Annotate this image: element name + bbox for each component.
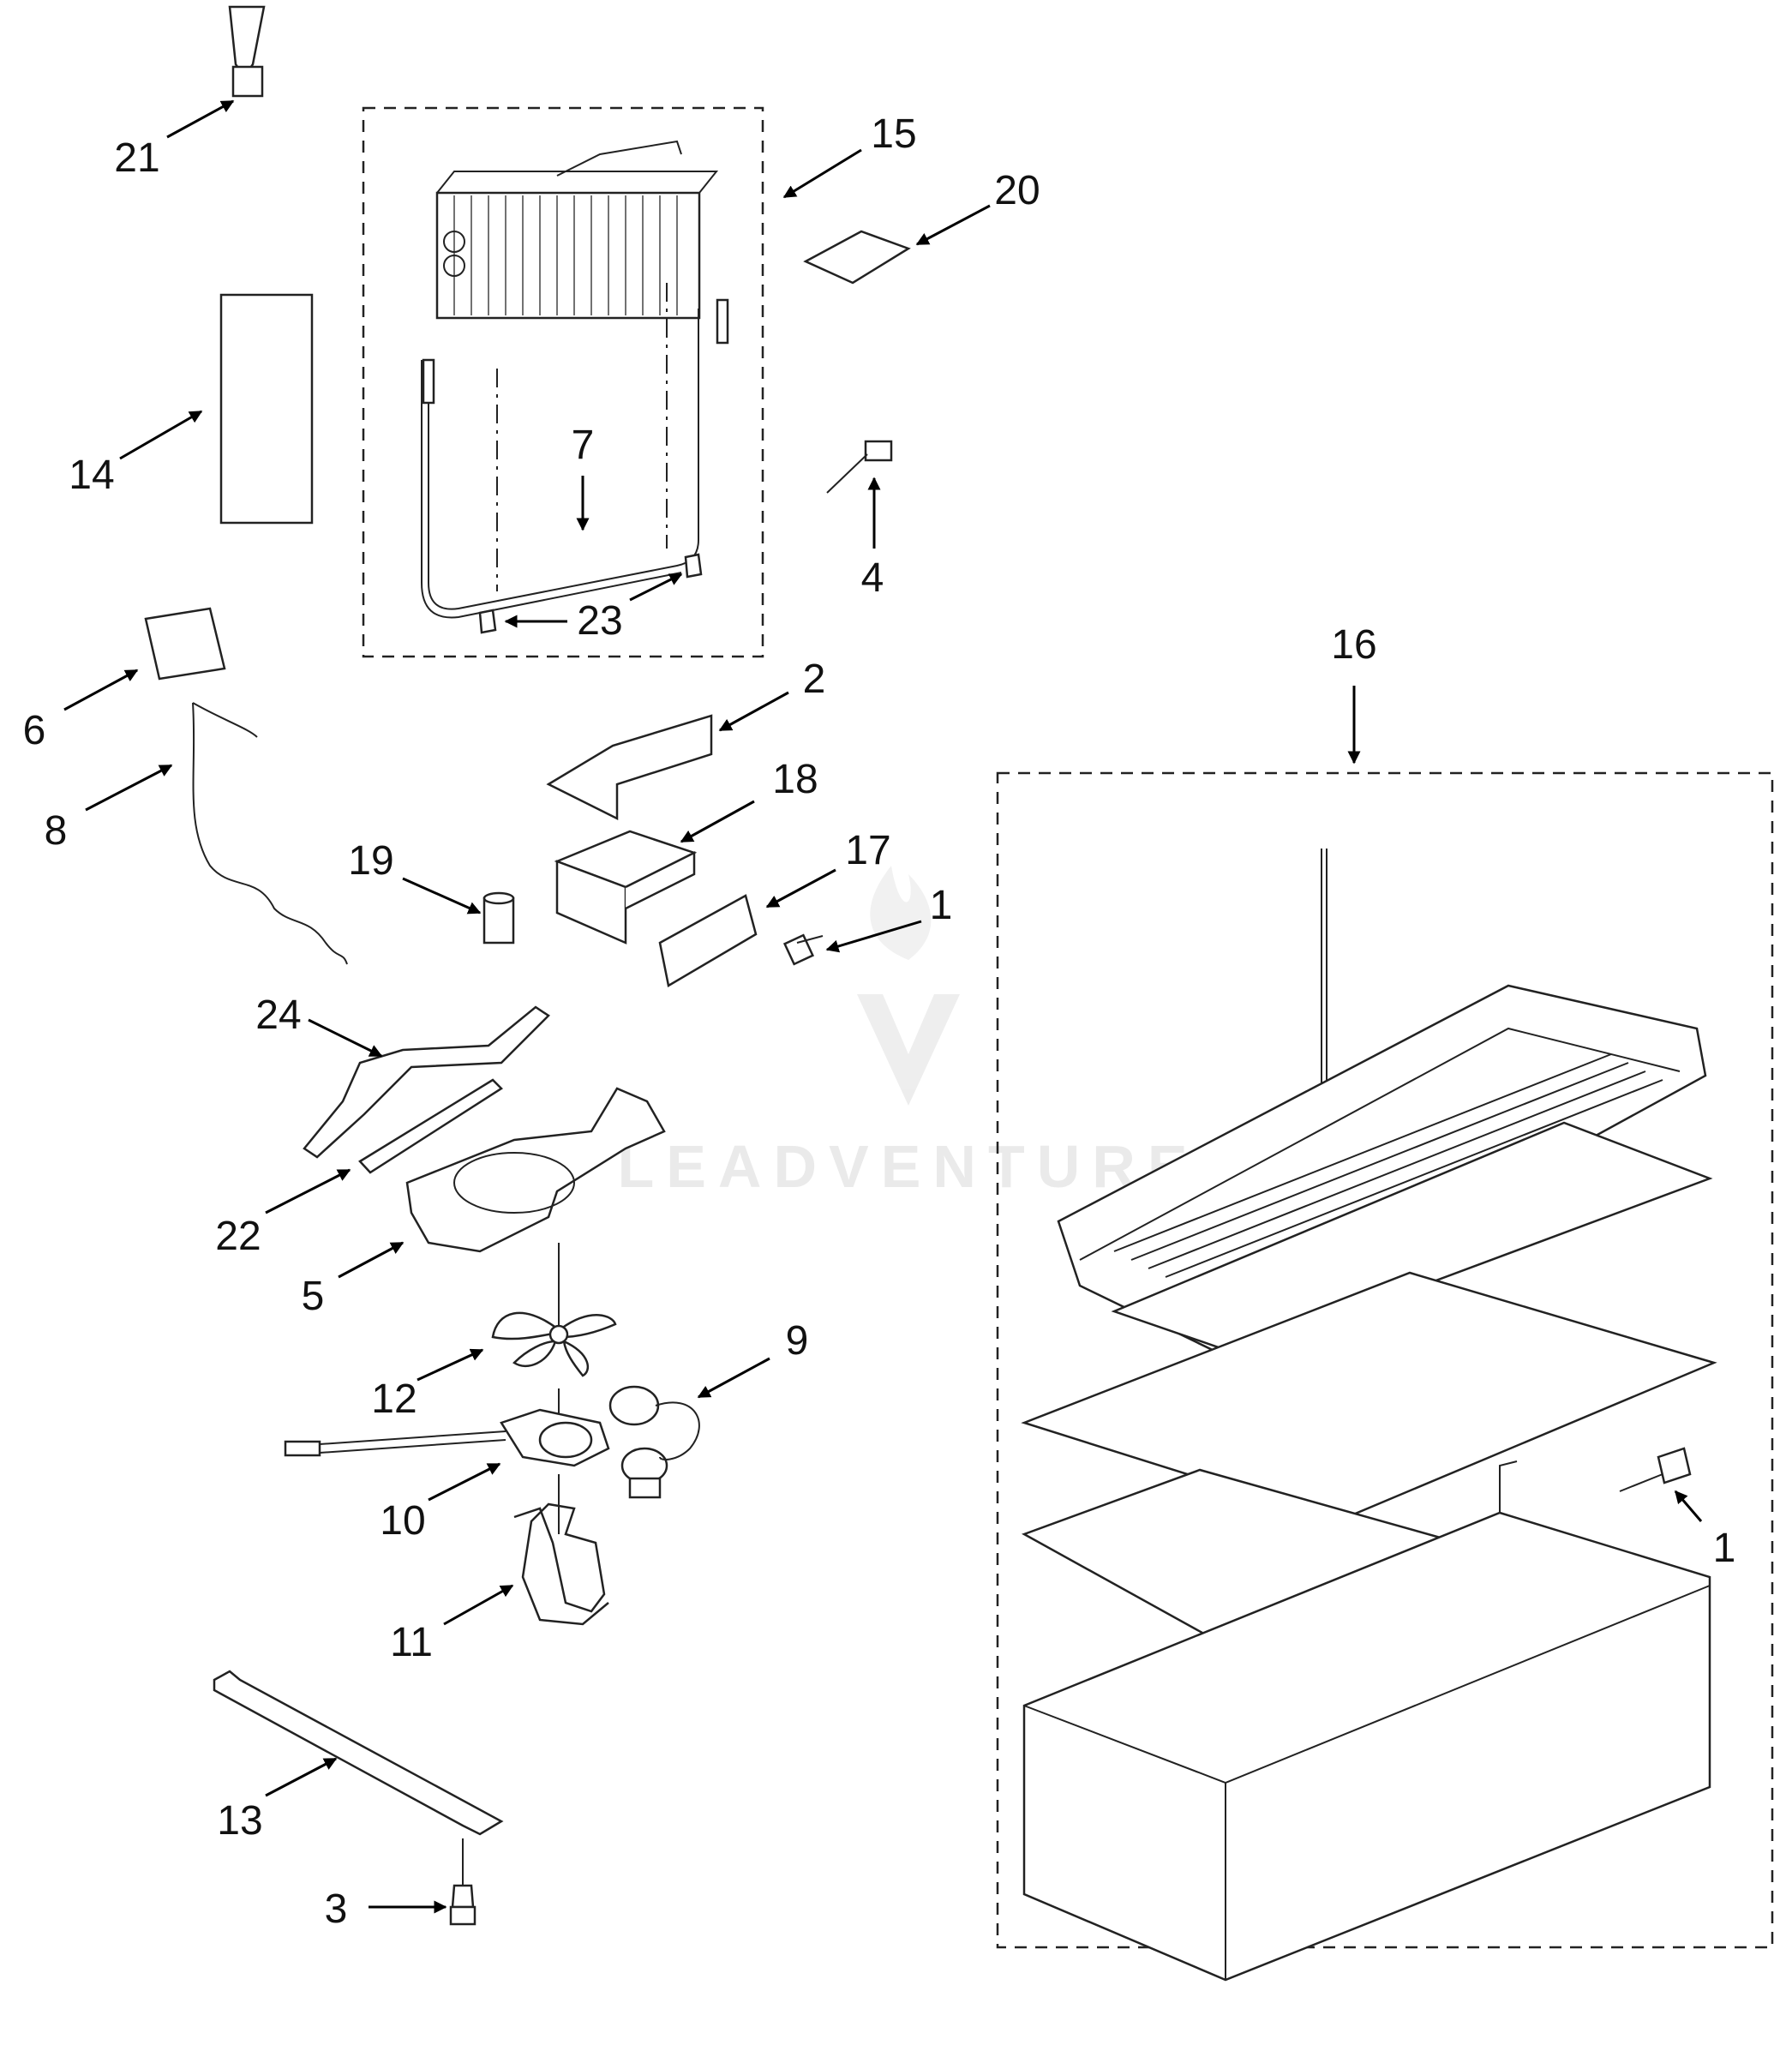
callout-13: 13 (217, 1798, 262, 1844)
watermark-text: LEADVENTURE (617, 1133, 1199, 1200)
leader-5 (338, 1241, 405, 1279)
leader-9 (697, 1357, 770, 1399)
leader-24 (308, 1018, 383, 1058)
callout-24: 24 (255, 993, 301, 1038)
leader-13 (265, 1757, 338, 1797)
callout-17: 17 (845, 828, 890, 873)
leader-23b (629, 573, 683, 602)
part-1-screw[interactable] (1619, 1447, 1692, 1492)
leader-21 (166, 99, 235, 139)
callout-19: 19 (348, 838, 393, 884)
leader-15 (782, 148, 862, 199)
part-23-clip[interactable] (478, 609, 497, 634)
part-14-insulation[interactable] (219, 293, 314, 525)
leader-20 (915, 204, 991, 246)
leader-10 (428, 1462, 501, 1502)
part-4-thermistor[interactable] (826, 440, 893, 494)
callout-4: 4 (861, 555, 884, 601)
part-9-motor-mount[interactable] (608, 1385, 700, 1499)
callout-3: 3 (325, 1886, 348, 1932)
callout-1-upper: 1 (930, 883, 953, 928)
leader-12 (417, 1348, 484, 1382)
callout-11: 11 (390, 1620, 433, 1665)
callout-23: 23 (577, 598, 622, 644)
callout-15: 15 (871, 111, 916, 157)
leader-17 (765, 868, 836, 909)
part-20-foam-block[interactable] (803, 230, 911, 285)
part-16-sheet-upper[interactable] (1111, 1121, 1713, 1356)
callout-8: 8 (45, 808, 68, 854)
callout-14: 14 (69, 453, 114, 498)
part-5-fan-housing[interactable] (405, 1087, 666, 1253)
part-6-cover[interactable] (144, 607, 226, 681)
part-10-fan-motor[interactable] (284, 1388, 610, 1467)
callout-2: 2 (803, 657, 826, 702)
part-1-screw[interactable] (782, 933, 824, 966)
callout-10: 10 (380, 1498, 425, 1544)
part-17-plate[interactable] (658, 894, 758, 987)
leader-1a (825, 920, 922, 953)
callout-7: 7 (572, 423, 595, 468)
callout-5: 5 (302, 1274, 325, 1319)
callout-16: 16 (1331, 622, 1376, 668)
leader-1b (1674, 1490, 1703, 1522)
leader-8 (85, 764, 173, 812)
watermark: LEADVENTURE (617, 866, 1199, 1200)
part-2-shield[interactable] (546, 714, 713, 821)
leader-6 (63, 669, 139, 711)
part-11-bracket[interactable] (513, 1474, 609, 1626)
part-23-clip[interactable] (684, 553, 703, 579)
callout-12: 12 (371, 1376, 417, 1422)
part-12-fan-blade[interactable] (491, 1311, 617, 1377)
leader-2 (718, 691, 789, 732)
callout-1-lower: 1 (1713, 1526, 1736, 1571)
callout-18: 18 (772, 757, 818, 802)
leader-19 (402, 877, 482, 915)
callout-9: 9 (786, 1318, 809, 1364)
callout-21: 21 (114, 135, 159, 181)
callout-20: 20 (994, 168, 1040, 213)
evaporator-fins (453, 195, 678, 315)
leader-22 (265, 1168, 351, 1214)
callout-22: 22 (215, 1214, 261, 1259)
part-21-cable-tie[interactable] (228, 5, 266, 98)
assembly-box-16 (996, 771, 1774, 1949)
part-3-screw[interactable] (449, 1884, 476, 1926)
part-18-bracket[interactable] (554, 830, 698, 945)
part-13-strip[interactable] (213, 1670, 504, 1836)
leader-11 (443, 1584, 514, 1626)
part-8-wire-harness[interactable] (192, 702, 348, 965)
part-15-evaporator[interactable] (435, 140, 719, 320)
leader-14 (119, 410, 203, 460)
part-19-spacer[interactable] (482, 891, 515, 945)
part-7-defrost-heater[interactable] (421, 298, 729, 619)
part-24-strip[interactable] (303, 1005, 550, 1159)
part-16-drain-pan-assembly[interactable] (1057, 849, 1707, 1356)
part-16-tray[interactable] (1022, 1460, 1711, 1982)
leader-18 (680, 800, 755, 843)
callout-6: 6 (23, 708, 46, 753)
part-22-seal[interactable] (358, 1078, 503, 1174)
